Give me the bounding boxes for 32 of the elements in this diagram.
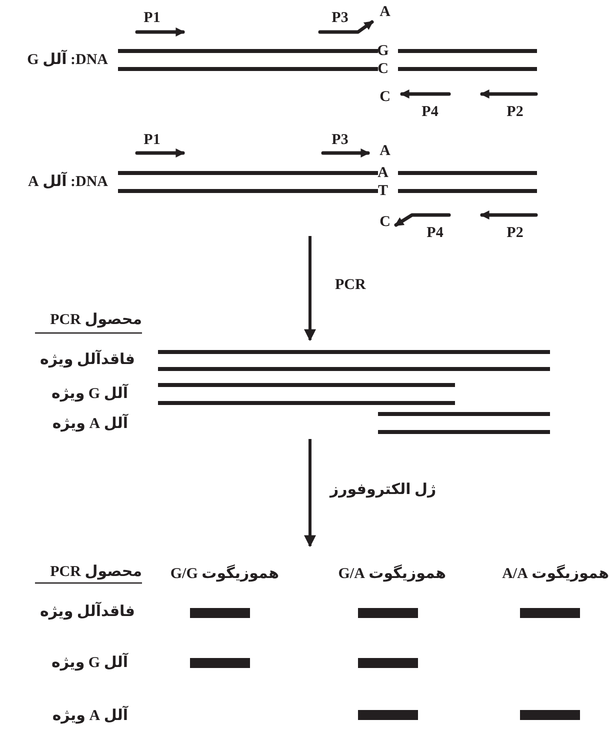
column-header: هموزیگوت G/G <box>170 565 279 583</box>
section-heading: محصول PCR <box>50 563 142 581</box>
base-letter: A <box>380 3 390 21</box>
row-label: فاقدآلل ویژه <box>40 351 135 369</box>
base-letter: C <box>380 213 390 231</box>
edge-label: ژل الکتروفورز <box>330 481 436 499</box>
row-label: آلل G ویژه <box>52 654 128 672</box>
base-letter: G <box>377 42 389 60</box>
base-letter: T <box>378 182 388 200</box>
strand-label: DNA: آلل A <box>28 173 108 191</box>
arrow <box>304 236 316 342</box>
base-letter: A <box>380 142 390 160</box>
column-header: هموزیگوت A/A <box>502 565 609 583</box>
primer-label: P3 <box>332 9 348 27</box>
base-letter: C <box>378 60 388 78</box>
primer-label: P4 <box>426 224 444 242</box>
row-label: آلل A ویژه <box>52 415 128 433</box>
primer-label: P4 <box>422 103 438 121</box>
primer-label: P2 <box>506 224 524 242</box>
primer-label: P3 <box>332 131 348 149</box>
primer-label: P2 <box>506 103 524 121</box>
column-header: هموزیگوت G/A <box>338 565 446 583</box>
strand-label: DNA: آلل G <box>27 51 108 69</box>
base-letter: A <box>378 164 388 182</box>
primer-label: P1 <box>144 9 160 27</box>
row-label: آلل G ویژه <box>52 385 128 403</box>
base-letter: C <box>380 88 390 106</box>
arrow <box>304 439 316 548</box>
section-heading: محصول PCR <box>50 311 142 329</box>
row-label: آلل A ویژه <box>52 707 128 725</box>
row-label: فاقدآلل ویژه <box>40 603 135 621</box>
primer-label: P1 <box>144 131 160 149</box>
